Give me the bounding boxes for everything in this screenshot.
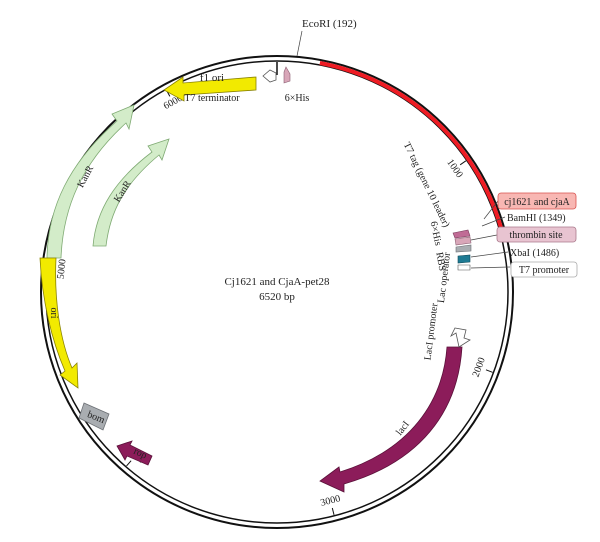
bamhi-leader-line xyxy=(481,216,506,227)
t7-promoter-leader-line xyxy=(470,266,511,269)
ecori-leader-line xyxy=(296,30,303,57)
kanr-inner-feature xyxy=(92,138,170,247)
his-tag-right-feature xyxy=(452,229,471,239)
tick-mark xyxy=(459,160,467,166)
plasmid-name: Cj1621 and CjaA-pet28 xyxy=(224,276,330,288)
rop-label: rop xyxy=(132,446,149,462)
thrombin-callout-box xyxy=(496,226,577,243)
tick-mark xyxy=(331,507,335,515)
tick-label: 3000 xyxy=(319,493,341,509)
his-tag-top-label: 6×His xyxy=(285,93,310,104)
his-tag-top-feature xyxy=(283,66,291,84)
kanr-outer-feature xyxy=(46,104,135,259)
xbai-leader-line xyxy=(470,251,509,258)
plasmid-size: 6520 bp xyxy=(259,291,295,303)
laci-promoter-label: LacI promoter xyxy=(423,302,441,361)
t7-promoter-callout-label: T7 promoter xyxy=(519,265,570,276)
ecori-label: EcoRI (192) xyxy=(302,18,357,30)
bom-feature xyxy=(78,402,110,431)
tick-label: 2000 xyxy=(471,356,488,379)
his-tag-right-label: 6×His xyxy=(428,220,444,246)
t7-promoter-callout-box xyxy=(510,261,578,278)
ori-label: ori xyxy=(48,307,59,318)
tick-mark xyxy=(126,460,132,467)
t7-promoter-feature xyxy=(457,264,471,271)
f1-ori-label: f1 ori xyxy=(200,72,224,84)
t7-terminator-feature xyxy=(262,69,277,83)
thrombin-site-feature xyxy=(454,236,472,246)
callouts xyxy=(296,30,511,269)
lac-operator-feature xyxy=(450,327,471,348)
rbs-feature xyxy=(457,254,471,264)
insert-callout-box xyxy=(497,192,577,210)
backbone-outer-ring xyxy=(40,55,514,529)
tick-label: 5000 xyxy=(55,259,68,280)
thrombin-callout-label: thrombin site xyxy=(509,230,563,241)
rbs-label: RBS xyxy=(433,251,447,272)
xbai-label: XbaI (1486) xyxy=(510,248,559,259)
thrombin-leader-line xyxy=(470,234,498,241)
f1-ori-feature xyxy=(163,76,257,102)
ori-feature xyxy=(39,257,79,389)
t7-tag-label: T7 tag (gene 10 leader) xyxy=(401,141,452,230)
t7-tag-feature xyxy=(455,244,472,253)
insert-leader-line xyxy=(483,200,499,220)
rop-feature xyxy=(116,440,153,466)
t7-terminator-label: T7 terminator xyxy=(184,93,240,104)
bamhi-label: BamHI (1349) xyxy=(507,213,566,224)
tick-label: 1000 xyxy=(444,157,464,180)
insert-arc xyxy=(319,61,504,231)
tick-mark xyxy=(485,369,493,373)
insert-callout-label: cj1621 and cjaA xyxy=(504,197,570,208)
laci-feature xyxy=(319,346,463,493)
